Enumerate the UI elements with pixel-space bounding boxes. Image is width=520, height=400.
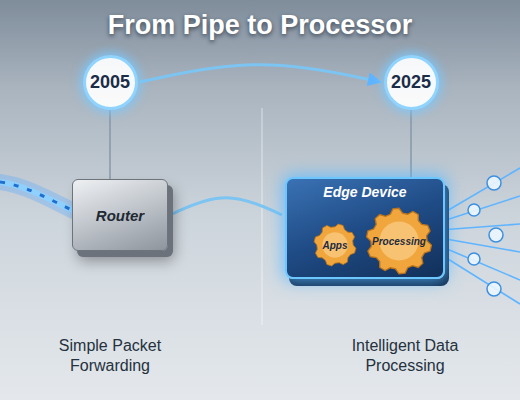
gear-icon: Apps xyxy=(313,223,357,267)
data-icons xyxy=(468,176,503,296)
router-box: Router xyxy=(72,179,168,251)
connector-group xyxy=(140,65,381,82)
node-text: 2005 xyxy=(90,72,130,93)
node-text: Apps xyxy=(323,240,348,251)
data-rays xyxy=(440,168,520,304)
connector-group xyxy=(170,198,282,215)
caption-label: Simple Packet Forwarding xyxy=(20,336,200,376)
connector-group xyxy=(110,110,111,180)
year-circle: 2025 xyxy=(384,55,439,110)
diagram-title: From Pipe to Processor xyxy=(0,10,520,41)
node-text: Edge Device xyxy=(287,184,443,200)
timeline-arrow xyxy=(170,198,282,215)
connector-group xyxy=(411,110,412,178)
incoming-pipe xyxy=(0,182,80,214)
node-text: Router xyxy=(96,207,144,224)
divider-line xyxy=(262,108,263,325)
year-circle: 2005 xyxy=(83,55,138,110)
node-text: Processing xyxy=(372,236,426,247)
node-text: 2025 xyxy=(391,72,431,93)
gear-icon: Processing xyxy=(365,207,433,275)
caption-label: Intelligent Data Processing xyxy=(310,336,500,376)
timeline-arrow xyxy=(140,65,381,82)
edge-device-box: Edge DeviceApps Processing xyxy=(285,177,445,279)
leader-line xyxy=(410,110,412,178)
leader-line xyxy=(109,110,111,180)
